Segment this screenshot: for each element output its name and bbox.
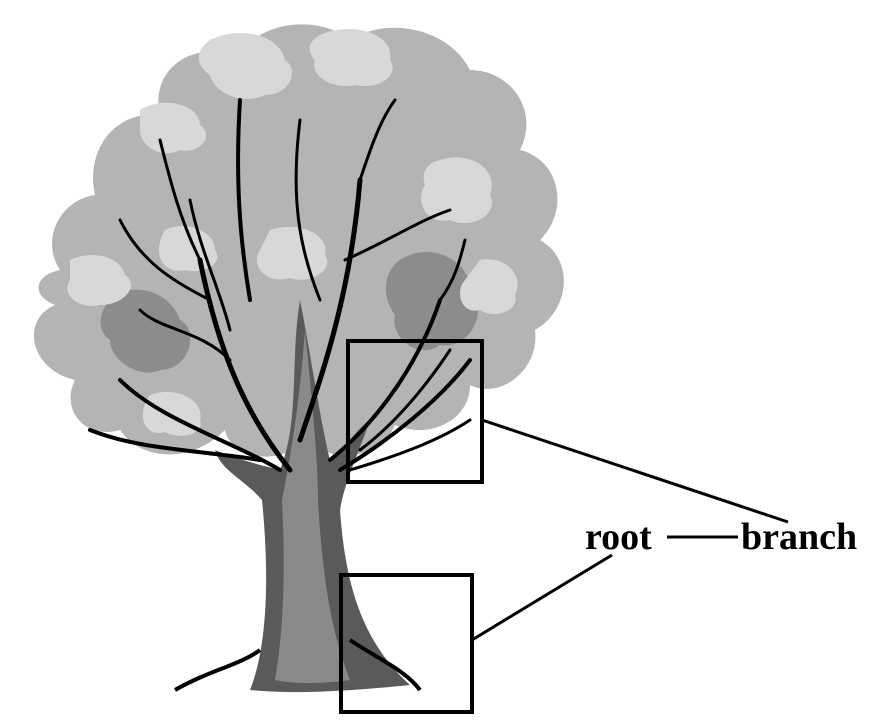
branch-line — [236, 98, 252, 302]
branch-line — [138, 308, 232, 362]
branch-label: branch — [741, 516, 858, 558]
canopy-light-patch-7 — [158, 226, 218, 272]
root-leader-line — [471, 553, 613, 642]
branch-line — [188, 198, 232, 332]
canopy-dark-patch-left — [100, 289, 191, 373]
canopy-light-patch-1 — [198, 32, 293, 99]
branch-line — [158, 138, 202, 262]
canopy-light-patch-2 — [309, 29, 393, 86]
tree-trunk — [174, 300, 422, 693]
canopy-light-patch-8 — [460, 259, 518, 315]
branch-line — [197, 257, 293, 473]
canopy-light-patch-5 — [67, 255, 131, 306]
branch-leader-line — [481, 418, 789, 524]
branch-line — [294, 118, 322, 302]
tree-canopy — [33, 24, 564, 457]
root-callout-box — [339, 573, 474, 714]
branch-line — [338, 358, 472, 472]
canopy-light-patch-4 — [421, 157, 492, 224]
branch-line — [358, 98, 397, 182]
branch-line — [88, 428, 262, 462]
trunk-root-left — [174, 648, 262, 692]
root-label: root — [585, 516, 652, 558]
trunk-root-right — [348, 638, 422, 692]
branch-callout-box — [346, 339, 484, 484]
branch-line — [438, 238, 467, 302]
branch-line — [348, 418, 472, 472]
canopy-light-patch-3 — [140, 102, 207, 154]
tree-branches — [88, 98, 472, 473]
branch-line — [343, 208, 452, 262]
branch-line — [118, 218, 212, 302]
branch-line — [358, 348, 452, 452]
branch-line — [297, 177, 363, 443]
trunk-highlight — [275, 330, 350, 683]
